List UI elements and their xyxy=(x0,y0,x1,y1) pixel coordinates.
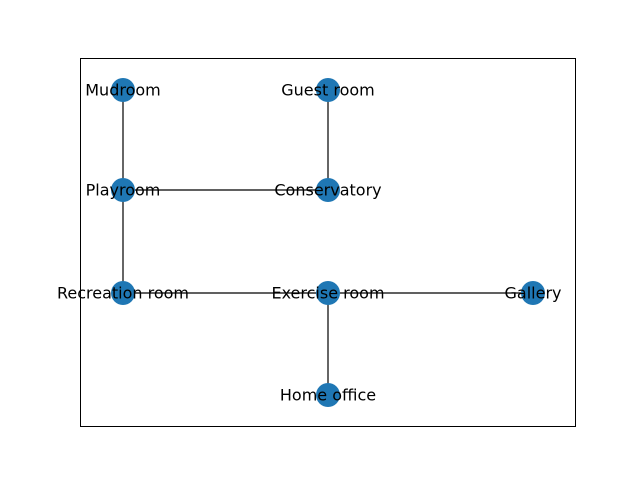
node-mudroom xyxy=(111,78,135,102)
nodes-layer xyxy=(111,78,545,407)
node-label-guest-room: Guest room xyxy=(281,81,374,100)
node-conservatory xyxy=(316,178,340,202)
node-recreation-room xyxy=(111,281,135,305)
node-gallery xyxy=(521,281,545,305)
node-label-gallery: Gallery xyxy=(505,284,562,303)
node-label-playroom: Playroom xyxy=(86,181,161,200)
node-label-recreation-room: Recreation room xyxy=(57,284,189,303)
node-label-conservatory: Conservatory xyxy=(274,181,381,200)
node-label-exercise-room: Exercise room xyxy=(271,284,384,303)
plot-frame xyxy=(80,58,576,427)
node-exercise-room xyxy=(316,281,340,305)
node-home-office xyxy=(316,383,340,407)
node-label-home-office: Home office xyxy=(280,386,376,405)
node-playroom xyxy=(111,178,135,202)
node-label-mudroom: Mudroom xyxy=(85,81,161,100)
edges-layer xyxy=(122,90,533,395)
node-guest-room xyxy=(316,78,340,102)
